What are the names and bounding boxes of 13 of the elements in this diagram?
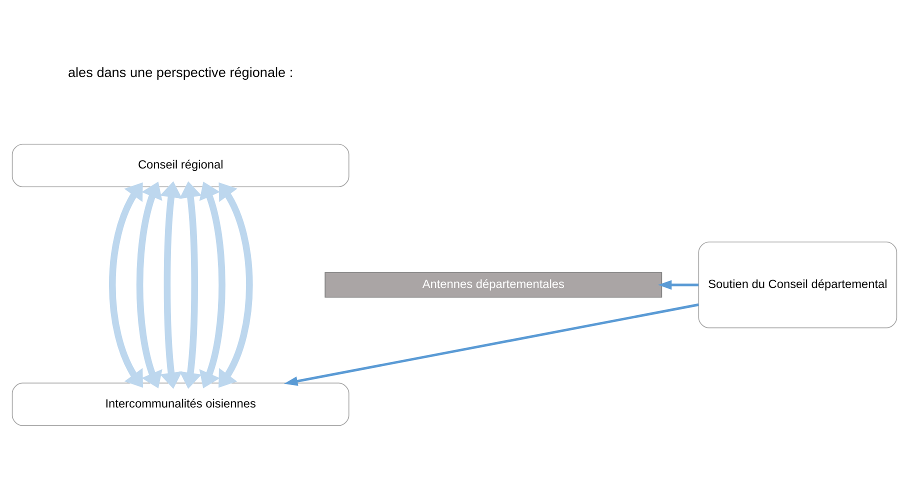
arrow xyxy=(179,180,202,388)
arrow xyxy=(658,280,698,290)
node-box: Conseil régional xyxy=(12,143,350,187)
arrow xyxy=(284,302,699,386)
arrow xyxy=(218,182,253,388)
arrow xyxy=(160,180,182,388)
node-box: Antennes départementales xyxy=(324,272,662,298)
label: ales dans une perspective régionale : xyxy=(68,64,294,80)
arrow xyxy=(199,181,226,388)
node-box: Soutien du Conseil départemental xyxy=(698,241,898,328)
node-box: Intercommunalités oisiennes xyxy=(12,382,350,426)
arrow xyxy=(109,182,144,388)
arrow xyxy=(136,181,162,388)
